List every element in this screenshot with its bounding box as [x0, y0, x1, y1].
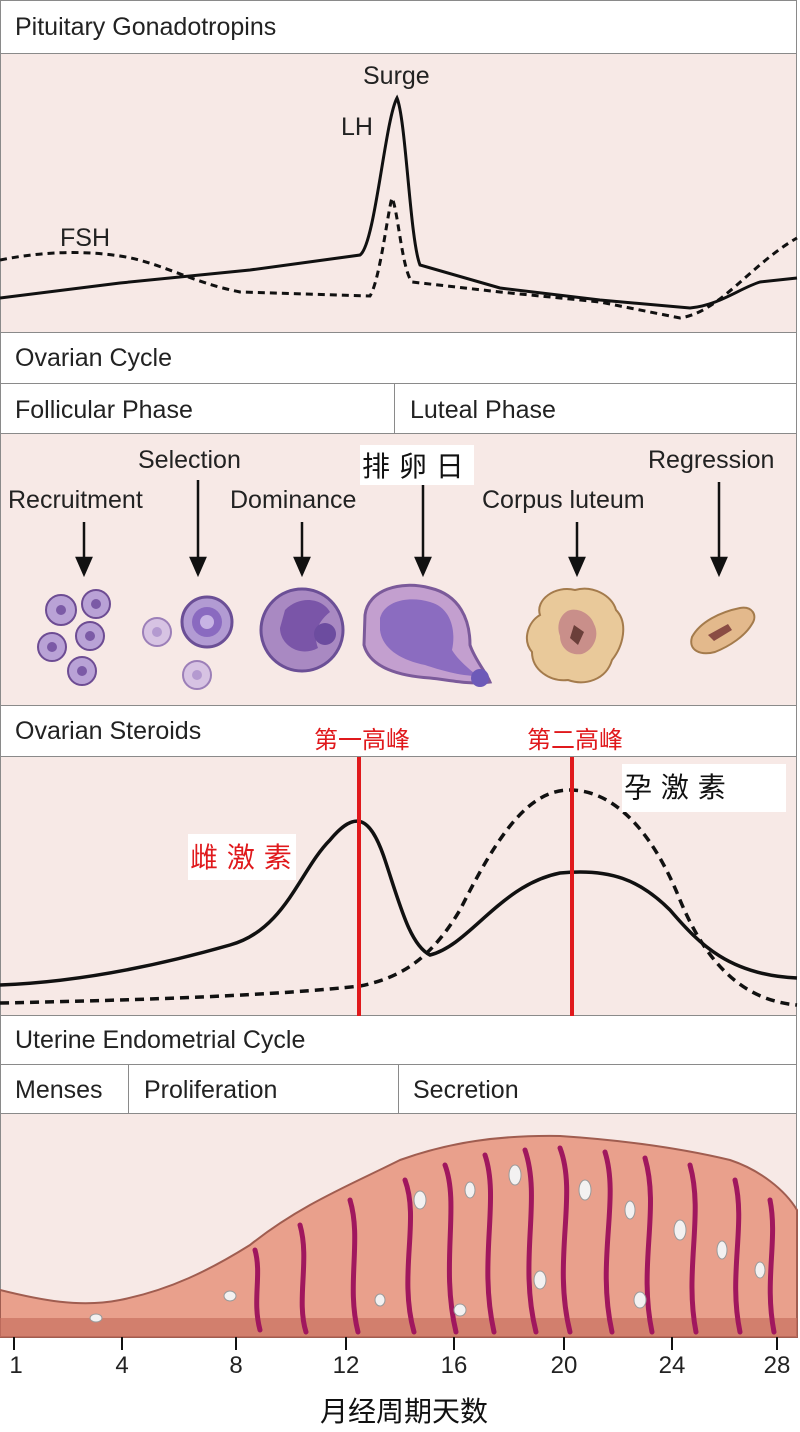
corpus-luteum-label: Corpus luteum — [482, 486, 645, 514]
gonadotropins-header: Pituitary Gonadotropins — [0, 0, 797, 54]
dominance-label: Dominance — [230, 486, 357, 514]
estrogen-label: 雌 激 素 — [188, 834, 296, 880]
dominant-follicle-icon — [259, 587, 345, 673]
uterine-title: Uterine Endometrial Cycle — [15, 1026, 306, 1054]
ovarian-steroids-header: Ovarian Steroids — [0, 705, 797, 757]
ovulation-day-label: 排 卵 日 — [360, 445, 474, 485]
recruitment-label: Recruitment — [8, 486, 143, 514]
x-tick-8: 8 — [229, 1352, 243, 1379]
lh-label: LH — [341, 113, 373, 141]
endometrium-illustration — [0, 1134, 798, 1338]
first-peak-label: 第一高峰 — [314, 726, 410, 754]
selection-label: Selection — [138, 446, 241, 474]
ovulating-follicle-icon — [362, 583, 493, 687]
surge-label: Surge — [363, 62, 430, 90]
fsh-curve — [0, 194, 798, 320]
menses-label: Menses — [15, 1076, 103, 1104]
ovarian-cycle-title: Ovarian Cycle — [15, 344, 172, 372]
follicular-phase-label: Follicular Phase — [15, 396, 193, 424]
ovarian-cycle-header: Ovarian Cycle — [0, 332, 797, 384]
x-tick-28: 28 — [763, 1352, 791, 1379]
x-tick-12: 12 — [332, 1352, 360, 1379]
recruitment-follicles-icon — [37, 589, 111, 686]
regression-icon — [690, 606, 756, 655]
x-tick-24: 24 — [658, 1352, 686, 1379]
uterine-header: Uterine Endometrial Cycle — [0, 1015, 797, 1065]
menses-cell: Menses — [0, 1064, 129, 1114]
estrogen-curve — [0, 819, 798, 987]
progesterone-label: 孕 激 素 — [622, 764, 786, 812]
x-axis-label: 月经周期天数 — [320, 1395, 489, 1428]
x-tick-1: 1 — [9, 1352, 23, 1379]
x-tick-4: 4 — [115, 1352, 129, 1379]
x-tick-20: 20 — [550, 1352, 578, 1379]
lh-curve — [0, 94, 798, 310]
progesterone-curve — [0, 788, 798, 1007]
secretion-cell: Secretion — [398, 1064, 797, 1114]
corpus-luteum-icon — [525, 587, 625, 684]
ovarian-steroids-title: Ovarian Steroids — [15, 717, 202, 745]
second-peak-label: 第二高峰 — [527, 726, 623, 754]
proliferation-label: Proliferation — [144, 1076, 278, 1104]
secretion-label: Secretion — [413, 1076, 519, 1104]
gonadotropins-title: Pituitary Gonadotropins — [15, 13, 277, 41]
regression-label: Regression — [648, 446, 775, 474]
x-axis-ticks — [13, 1337, 778, 1350]
follicle-arrows — [75, 480, 728, 578]
luteal-phase-label: Luteal Phase — [410, 396, 556, 424]
fsh-label: FSH — [60, 224, 110, 252]
x-tick-16: 16 — [440, 1352, 468, 1379]
selection-follicles-icon — [142, 595, 234, 690]
